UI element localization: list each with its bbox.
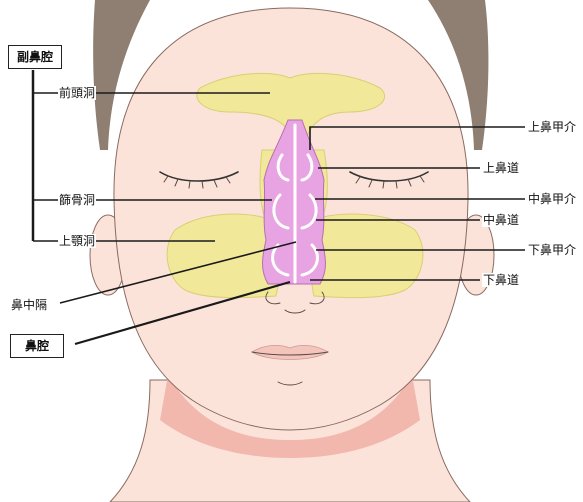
frontal-sinus-label: 前頭洞 [58, 86, 96, 100]
maxillary-sinus-right [311, 214, 423, 298]
nasal-cavity-label: 鼻腔 [25, 339, 49, 353]
maxillary-sinus-left [167, 214, 279, 298]
middle-turbinate-label: 中鼻甲介 [527, 192, 577, 206]
nasal-septum-label: 鼻中隔 [10, 298, 48, 312]
superior-meatus-label: 上鼻道 [482, 161, 520, 175]
inferior-turbinate-label: 下鼻甲介 [527, 243, 577, 257]
inferior-meatus-label: 下鼻道 [482, 273, 520, 287]
paranasal-sinus-box: 副鼻腔 [8, 45, 62, 69]
superior-turbinate-label: 上鼻甲介 [527, 120, 577, 134]
ethmoid-sinus-label: 篩骨洞 [58, 193, 96, 207]
nasal-cavity-box: 鼻腔 [10, 334, 64, 358]
maxillary-sinus-label: 上顎洞 [58, 234, 96, 248]
middle-meatus-label: 中鼻道 [482, 213, 520, 227]
paranasal-sinus-label: 副鼻腔 [17, 50, 53, 64]
